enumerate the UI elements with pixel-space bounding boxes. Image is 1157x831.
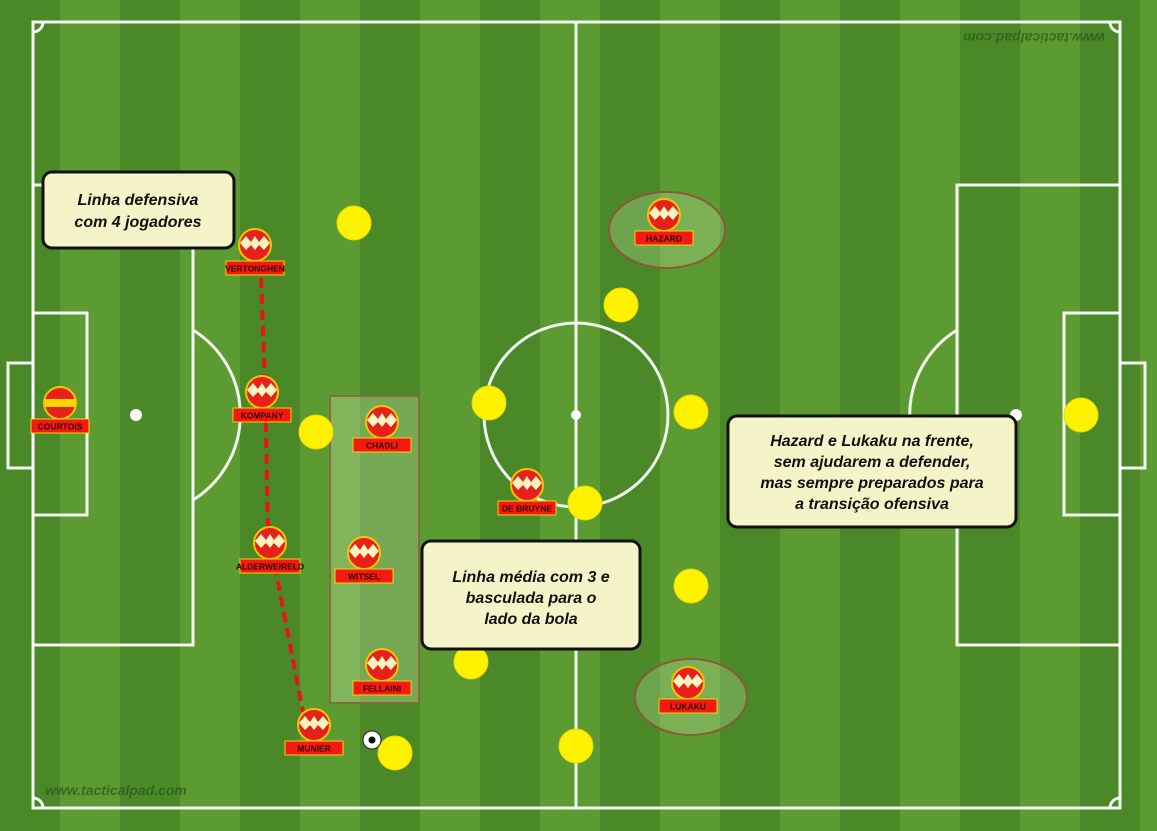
player-chadli[interactable]: CHADLI <box>352 405 412 453</box>
shirt-pattern-icon <box>247 383 277 397</box>
defensive-line <box>259 277 305 713</box>
ball[interactable] <box>362 730 382 750</box>
player-name: DE BRUYNE <box>502 504 552 514</box>
player-name: CHADLI <box>366 441 398 451</box>
shirt-pattern-icon <box>240 236 270 250</box>
opponent-player[interactable] <box>603 287 639 323</box>
opponent-player[interactable] <box>673 568 709 604</box>
player-name: KOMPANY <box>241 411 284 421</box>
player-label-box <box>30 418 90 434</box>
player-courtois[interactable]: COURTOIS <box>30 386 90 434</box>
pitch-stripe <box>180 0 240 831</box>
player-fellaini[interactable]: FELLAINI <box>352 648 412 696</box>
pitch-stripe <box>540 0 600 831</box>
shirt-pattern-icon <box>45 399 75 407</box>
note-attack: Hazard e Lukaku na frente, sem ajudarem … <box>726 414 1018 529</box>
note-defensive: Linha defensiva com 4 jogadores <box>41 170 236 250</box>
player-name: FELLAINI <box>363 684 401 694</box>
player-label-box <box>658 698 718 714</box>
player-label-box <box>239 558 301 574</box>
shirt-pattern-icon <box>299 716 329 730</box>
note-line: Linha defensiva <box>78 192 199 209</box>
note-line: sem ajudarem a defender, <box>774 454 971 471</box>
opponent-player[interactable] <box>673 394 709 430</box>
shirt-pattern-icon <box>367 656 397 670</box>
player-vertonghen[interactable]: VERTONGHEN <box>225 228 285 276</box>
shirt-pattern-icon <box>673 674 703 688</box>
player-hazard[interactable]: HAZARD <box>634 198 694 246</box>
opponent-player[interactable] <box>471 385 507 421</box>
watermark-top: www.tacticalpad.com <box>963 30 1105 46</box>
pitch-stripe <box>420 0 480 831</box>
player-label-box <box>232 407 292 423</box>
player-label-box <box>284 740 344 756</box>
note-midfield: Linha média com 3 e basculada para o lad… <box>420 539 642 651</box>
note-line: basculada para o <box>466 590 597 607</box>
watermark-bottom: www.tacticalpad.com <box>45 782 187 798</box>
pitch-stripe <box>120 0 180 831</box>
player-name: HAZARD <box>646 234 682 244</box>
player-name: LUKAKU <box>670 702 706 712</box>
player-witsel[interactable]: WITSEL <box>334 536 394 584</box>
player-label-box <box>352 680 412 696</box>
player-lukaku[interactable]: LUKAKU <box>658 666 718 714</box>
opponent-goalkeeper[interactable] <box>1063 397 1099 433</box>
player-label-box <box>497 500 557 516</box>
player-label-box <box>634 230 694 246</box>
note-line: Hazard e Lukaku na frente, <box>770 433 974 450</box>
player-name: WITSEL <box>348 572 380 582</box>
player-label-box <box>225 260 285 276</box>
player-alderweireld[interactable]: ALDERWEIRELD <box>236 526 304 574</box>
shirt-pattern-icon <box>649 206 679 220</box>
opponent-player[interactable] <box>558 728 594 764</box>
note-line: com 4 jogadores <box>74 214 201 231</box>
player-de-bruyne[interactable]: DE BRUYNE <box>497 468 557 516</box>
note-line: mas sempre preparados para <box>760 475 983 492</box>
player-name: MUNIER <box>297 744 331 754</box>
opponent-player[interactable] <box>567 485 603 521</box>
player-name: ALDERWEIRELD <box>236 562 304 572</box>
shirt-pattern-icon <box>255 534 285 548</box>
opponent-player[interactable] <box>336 205 372 241</box>
player-label-box <box>352 437 412 453</box>
pitch-stripe <box>600 0 660 831</box>
note-line: a transição ofensiva <box>795 496 949 513</box>
team-players: COURTOIS VERTONGHEN KOMPANY ALDERWEIRELD MUN… <box>30 198 718 756</box>
pitch-stripe <box>1140 0 1157 831</box>
shirt-pattern-icon <box>512 476 542 490</box>
opponent-player[interactable] <box>377 735 413 771</box>
opponents <box>298 205 1099 771</box>
shirt-pattern-icon <box>349 544 379 558</box>
player-name: COURTOIS <box>38 422 83 432</box>
shirt-pattern-icon <box>367 413 397 427</box>
player-name: VERTONGHEN <box>225 264 285 274</box>
note-line: Linha média com 3 e <box>452 569 609 586</box>
note-line: lado da bola <box>484 611 577 628</box>
player-munier[interactable]: MUNIER <box>284 708 344 756</box>
opponent-player[interactable] <box>298 414 334 450</box>
player-kompany[interactable]: KOMPANY <box>232 375 292 423</box>
player-label-box <box>334 568 394 584</box>
